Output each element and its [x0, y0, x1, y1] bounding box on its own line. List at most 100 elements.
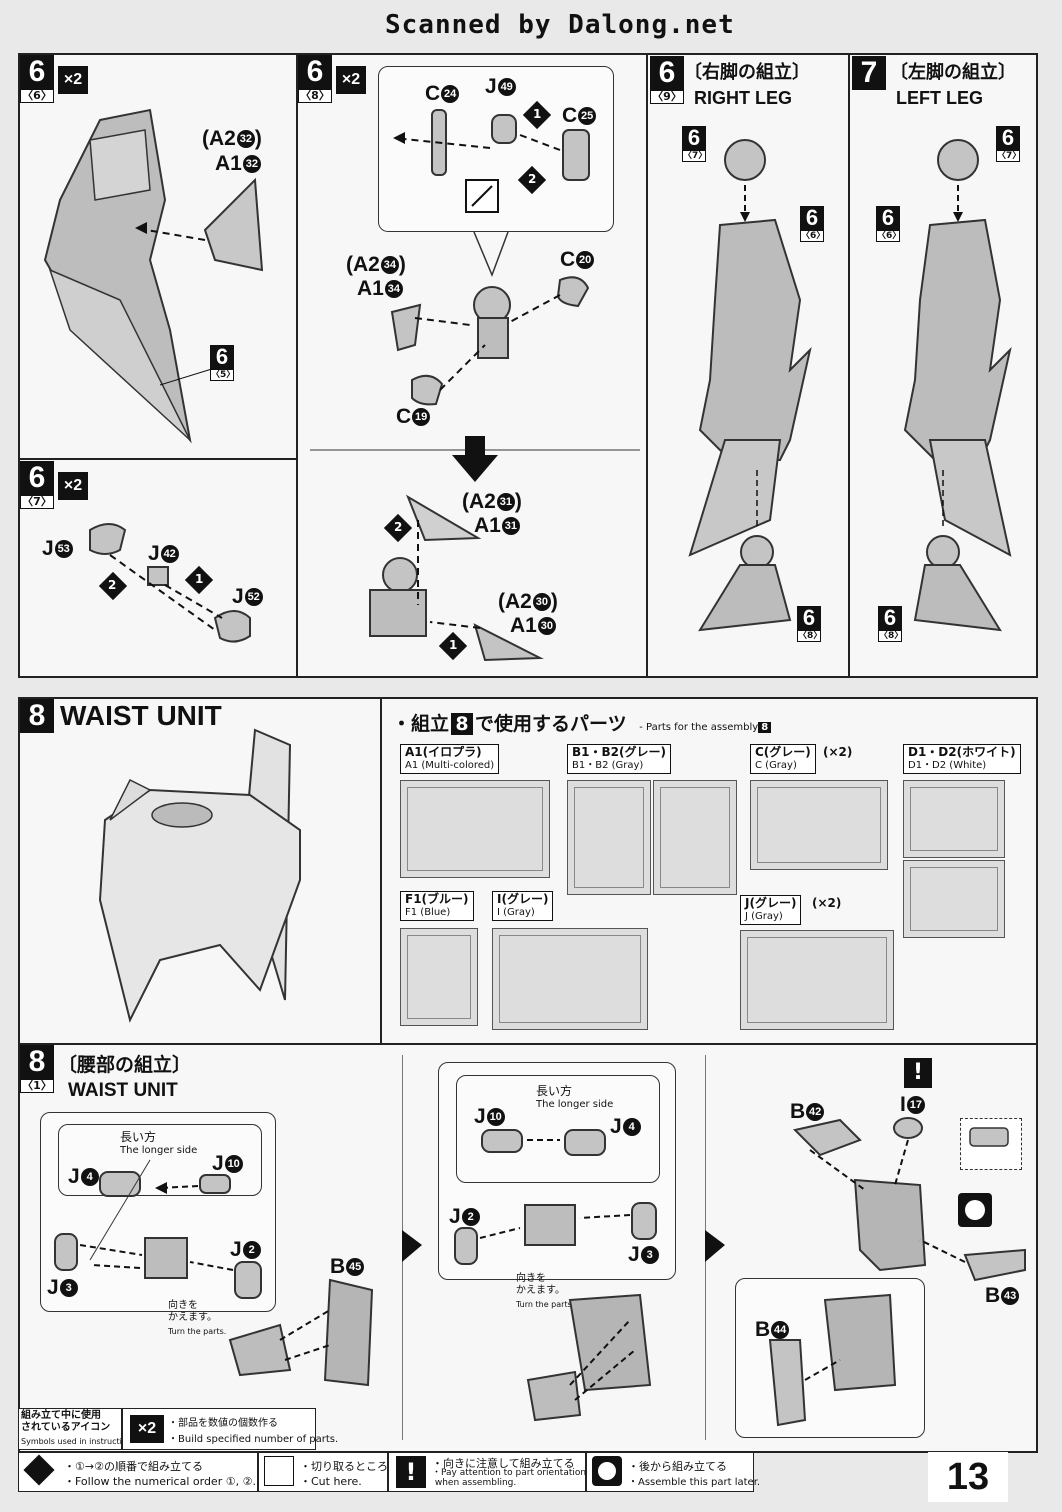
sub-step: 〈9〉 [650, 90, 684, 104]
legend-attention-jp: ・向きに注意して組み立てる [432, 1457, 575, 1470]
right-leg-title-en: RIGHT LEG [694, 88, 792, 108]
longer-side-jp: 長い方 [536, 1084, 573, 1098]
multiplier-badge: ×2 [58, 66, 88, 94]
step-number: 6 [650, 56, 684, 90]
runner-d1 [903, 780, 1005, 858]
runner-a1 [400, 780, 550, 878]
sub-step: 〈1〉 [20, 1079, 54, 1093]
runner-j [740, 930, 894, 1030]
waist-assembly-title-jp: 〔腰部の組立〕 [58, 1055, 192, 1076]
legend-multiplier-en: ・Build specified number of parts. [168, 1434, 339, 1445]
legend-cut-jp: ・切り取るところ [300, 1460, 388, 1473]
ref-step-number: 6 [682, 126, 706, 150]
runner-b1 [567, 780, 651, 895]
ref-step-number: 6 [876, 206, 900, 230]
ref-step-number: 6 [797, 606, 821, 630]
ref-sub-step: 〈7〉 [682, 150, 708, 162]
runner-i [492, 928, 648, 1030]
ref-sub-step: 〈8〉 [797, 630, 823, 642]
attention-icon: ! [396, 1456, 426, 1488]
scan-credit: Scanned by Dalong.net [385, 10, 735, 40]
longer-side-jp: 長い方 [120, 1130, 157, 1144]
runner-d2 [903, 860, 1005, 938]
turn-parts-en: Turn the parts. [516, 1300, 575, 1309]
ref-sub-step: 〈6〉 [876, 230, 902, 242]
multiplier-icon: ×2 [130, 1415, 164, 1443]
legend-title [18, 1408, 122, 1450]
ref-step-number: 6 [996, 126, 1020, 150]
legend-order [18, 1452, 258, 1492]
turn-parts-jp: 向きを かえます。 [516, 1273, 565, 1296]
runner-label-c: C(グレー)C (Gray) [750, 744, 816, 774]
order-marker: 1 [449, 638, 458, 652]
runner-j-multiplier: (×2) [812, 896, 842, 910]
runner-label-j: J(グレー)J (Gray) [740, 895, 802, 925]
step-number: 6 [20, 55, 54, 89]
legend-assemble-later-jp: ・後から組み立てる [628, 1460, 727, 1473]
right-leg-title-jp: 〔右脚の組立〕 [684, 62, 810, 82]
legend-multiplier-jp: ・部品を数値の個数作る [168, 1418, 278, 1429]
legend-order-jp: ・①→②の順番で組み立てる [64, 1460, 203, 1473]
waist-unit-title: WAIST UNIT [60, 700, 222, 731]
runner-b2 [653, 780, 737, 895]
ref-sub-step: 〈8〉 [878, 630, 904, 642]
legend-title-en: Symbols used in instructions [21, 1437, 136, 1446]
ref-sub-step: 〈7〉 [996, 150, 1022, 162]
ref-sub-step: 〈6〉 [800, 230, 826, 242]
step-number: 7 [852, 56, 886, 90]
page-number: 13 [928, 1452, 1008, 1502]
longer-side-en: The longer side [536, 1099, 614, 1110]
runner-c [750, 780, 888, 870]
cut-icon [264, 1456, 294, 1486]
attention-icon: ! [904, 1058, 932, 1088]
sub-step: 〈8〉 [298, 89, 332, 103]
ref-step-number: 6 [878, 606, 902, 630]
order-marker: 2 [528, 172, 537, 186]
legend-attention-en: ・Pay attention to part orientation when … [432, 1468, 587, 1488]
step-number: 6 [20, 461, 54, 495]
order-marker: 2 [394, 520, 403, 534]
legend-cut-en: ・Cut here. [300, 1475, 362, 1488]
assemble-later-icon-circle [965, 1200, 985, 1220]
runner-c-multiplier: (×2) [823, 745, 853, 759]
order-marker: 1 [533, 107, 542, 121]
ref-sub-step: 〈5〉 [210, 369, 236, 381]
sub-step: 〈6〉 [20, 89, 54, 103]
longer-side-en: The longer side [120, 1145, 198, 1156]
legend-order-en: ・Follow the numerical order ①, ②... [64, 1475, 263, 1488]
turn-parts-en: Turn the parts. [168, 1327, 227, 1336]
legend-title-jp: 組み立て中に使用 されているアイコン [21, 1410, 111, 1433]
runner-label-f1: F1(ブルー)F1 (Blue) [400, 891, 474, 921]
runner-label-b1b2: B1・B2(グレー)B1・B2 (Gray) [567, 744, 671, 774]
